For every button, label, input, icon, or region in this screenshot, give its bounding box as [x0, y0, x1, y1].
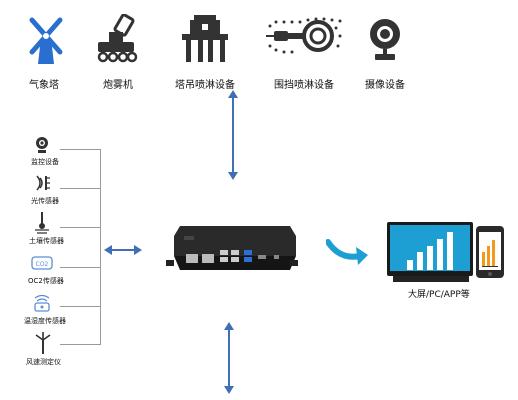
sensor-connector-4	[60, 267, 101, 268]
top-device-label-fence-spray: 围挡喷淋设备	[274, 80, 334, 91]
top-device-label-camera: 摄像设备	[365, 80, 405, 91]
wind-speed-meter-icon	[34, 331, 52, 355]
svg-text:CO2: CO2	[36, 261, 49, 268]
sensor-label-light: 光传感器	[31, 197, 59, 205]
output-curved-arrow	[326, 238, 370, 268]
temp-humidity-sensor-icon	[33, 294, 51, 312]
sensor-label-oc2: OC2传感器	[28, 277, 64, 285]
sensor-label-wind-speed: 风速测定仪	[26, 358, 61, 366]
top-vertical-double-arrow	[226, 90, 240, 180]
oc2-sensor-icon: CO2	[31, 255, 53, 271]
sensor-connector-1	[60, 149, 101, 150]
display-monitor	[387, 222, 473, 284]
soil-sensor-icon	[34, 212, 50, 234]
monitor-camera-icon	[35, 136, 49, 154]
sensor-label-monitor: 监控设备	[31, 158, 59, 166]
sensor-gateway-double-arrow	[104, 244, 142, 256]
top-device-label-fog-cannon: 炮雾机	[103, 80, 133, 91]
fence-spray-icon	[266, 16, 344, 62]
sensor-connector-3	[60, 227, 101, 228]
top-device-label-tower-crane-spray: 塔吊喷淋设备	[175, 80, 235, 91]
sensor-connector-2	[60, 188, 101, 189]
sensor-bracket-vertical	[100, 149, 101, 345]
sensor-connector-5	[60, 306, 101, 307]
top-device-label-weather-tower: 气象塔	[29, 80, 59, 91]
tower-crane-spray-icon	[178, 14, 232, 64]
bottom-vertical-double-arrow	[222, 322, 236, 394]
gateway-device	[166, 222, 298, 278]
display-label: 大屏/PC/APP等	[408, 290, 470, 300]
sensor-connector-6	[60, 344, 101, 345]
windmill-icon	[28, 14, 64, 64]
sensor-label-temp-humidity: 温湿度传感器	[24, 317, 66, 325]
light-sensor-icon	[34, 174, 52, 192]
mobile-phone	[476, 226, 504, 278]
sensor-label-soil: 土壤传感器	[29, 237, 64, 245]
camera-icon	[367, 14, 403, 64]
fog-cannon-icon	[94, 14, 140, 64]
